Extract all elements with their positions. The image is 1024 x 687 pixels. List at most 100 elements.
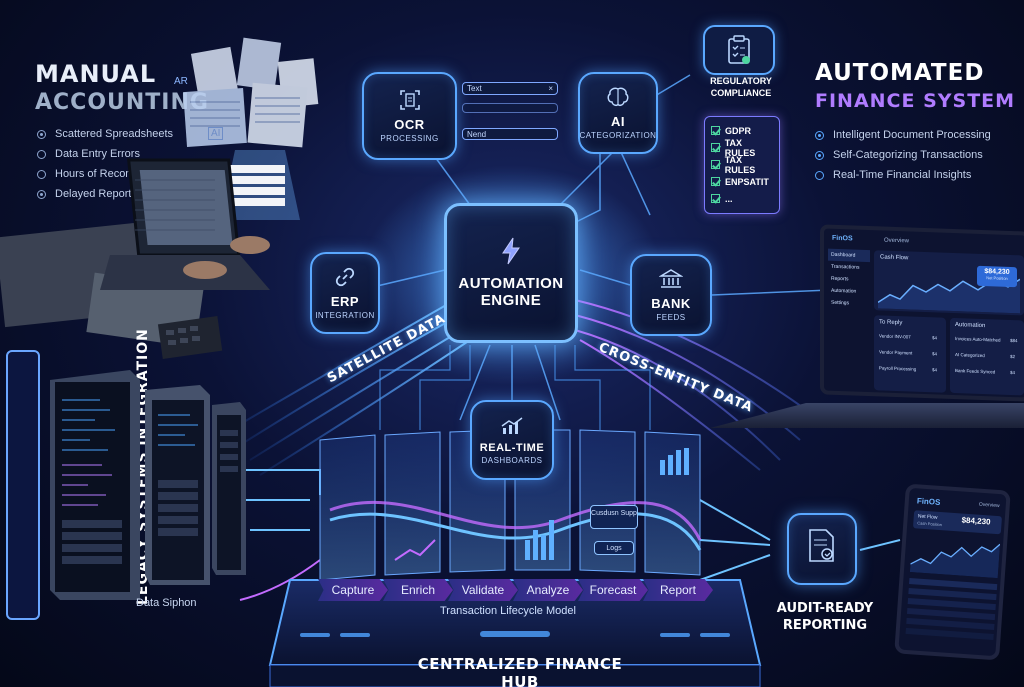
legacy-server-racks (50, 370, 246, 600)
ocr-text-field: Text × (462, 82, 558, 95)
trend-chart-icon (501, 416, 523, 434)
laptop-brand: FinOS (832, 234, 853, 243)
manual-heading-line2: ACCOUNTING (35, 90, 209, 115)
ocr-field-blank (462, 103, 558, 113)
automation-item[interactable]: Bank Feeds Synced (955, 368, 996, 375)
ai-subtitle: CATEGORIZATION (579, 131, 657, 140)
automated-bullet: Self-Categorizing Transactions (815, 145, 991, 165)
checkbox-icon (711, 160, 720, 169)
checkbox-icon (711, 194, 720, 203)
stage-forecast[interactable]: Forecast (578, 579, 648, 601)
checklist-item: ENPSATIT (711, 173, 773, 190)
manual-bullet: Scattered Spreadsheets (37, 124, 173, 144)
bank-icon (659, 269, 683, 288)
checkbox-icon (711, 126, 720, 135)
erp-subtitle: INTEGRATION (315, 311, 375, 320)
compliance-title: REGULATORY COMPLIANCE (710, 76, 772, 98)
automated-bullet-list: Intelligent Document Processing Self-Cat… (815, 125, 991, 185)
ocr-processing-node[interactable]: OCR PROCESSING (362, 72, 457, 160)
cashflow-title: Cash Flow (880, 254, 909, 262)
ocr-subtitle: PROCESSING (380, 134, 439, 143)
engine-title-line2: ENGINE (480, 292, 542, 309)
checkbox-icon (711, 143, 720, 152)
dashboards-title: REAL-TIME (479, 441, 545, 454)
legacy-label-frame (6, 350, 40, 620)
ar-doc-label: AR (174, 76, 188, 87)
automation-item[interactable]: AI Categorized (955, 352, 985, 359)
stage-validate[interactable]: Validate (448, 579, 518, 601)
bank-feeds-node[interactable]: BANK FEEDS (630, 254, 712, 336)
tablet-dashboard: FinOS Overview Net Flow $84,230 Cash Pos… (894, 483, 1011, 661)
stage-capture[interactable]: Capture (318, 579, 388, 601)
automated-bullet: Real-Time Financial Insights (815, 165, 991, 185)
manual-desk-illustration (0, 37, 319, 360)
ai-doc-label: AI (208, 127, 224, 140)
to-reply-item[interactable]: Vendor Payment (879, 349, 913, 356)
laptop-automation-card: Automation Invoices Auto-Matched AI Cate… (950, 317, 1024, 396)
checklist-item: TAX RULES (711, 155, 773, 175)
ocr-title: OCR (394, 117, 425, 132)
laptop-sidebar-item[interactable]: Settings (831, 299, 850, 307)
automated-heading-line2: FINANCE SYSTEM (815, 90, 1016, 112)
stage-enrich[interactable]: Enrich (383, 579, 453, 601)
clipboard-check-icon (728, 35, 750, 64)
engine-title-line1: AUTOMATION (458, 275, 564, 292)
compliance-icon-box (703, 25, 775, 75)
manual-bullet: Delayed Reports (37, 184, 173, 204)
cashflow-value-badge: $84,230 Net Position (977, 265, 1017, 288)
tablet-value-card: Net Flow $84,230 Cash Position (912, 510, 1003, 535)
laptop-screen: FinOS Overview Dashboard Transactions Re… (820, 224, 1024, 402)
compliance-checklist: GDPR TAX RULES TAX RULES ENPSATIT ... (704, 116, 780, 214)
automation-item[interactable]: Invoices Auto-Matched (955, 336, 1001, 343)
tablet-table (905, 578, 998, 652)
bullet-icon (815, 150, 824, 160)
erp-integration-node[interactable]: ERP INTEGRATION (310, 252, 380, 334)
laptop-dashboard: FinOS Overview Dashboard Transactions Re… (710, 224, 1024, 428)
lifecycle-label: Transaction Lifecycle Model (440, 605, 576, 617)
laptop-header: Overview (884, 237, 910, 245)
ai-categorization-node[interactable]: AI CATEGORIZATION (578, 72, 658, 154)
manual-heading-line1: MANUAL (35, 60, 157, 88)
data-siphon-label: Data Siphon (136, 597, 197, 609)
to-reply-item[interactable]: Payroll Processing (879, 365, 917, 372)
checklist-item: GDPR (711, 122, 773, 139)
bank-title: BANK (651, 296, 691, 311)
tablet-brand: FinOS (916, 496, 941, 507)
laptop-to-reply-card: To Reply Vendor INV-007 Vendor Payment P… (874, 315, 946, 393)
brain-icon (607, 87, 629, 107)
erp-title: ERP (330, 294, 360, 309)
mini-flow-box-1: Cusdusn Supp (590, 505, 638, 529)
bullet-icon (37, 129, 46, 139)
link-icon (335, 267, 355, 287)
audit-ready-node[interactable] (787, 513, 857, 585)
close-icon: × (548, 84, 553, 93)
lightning-bolt-icon (502, 237, 520, 265)
audit-ready-label: AUDIT-READY REPORTING (776, 601, 874, 633)
checkbox-icon (711, 177, 720, 186)
realtime-dashboards-node[interactable]: REAL-TIME DASHBOARDS (470, 400, 554, 480)
tablet-line-chart (909, 543, 1001, 579)
stage-analyze[interactable]: Analyze (513, 579, 583, 601)
bank-subtitle: FEEDS (656, 313, 686, 322)
certified-document-icon (809, 529, 834, 562)
to-reply-item[interactable]: Vendor INV-007 (879, 333, 911, 340)
automated-bullet: Intelligent Document Processing (815, 125, 991, 145)
checklist-item: TAX RULES (711, 138, 773, 158)
manual-bullet-list: Scattered Spreadsheets Data Entry Errors… (37, 124, 173, 204)
laptop-cashflow-card: Cash Flow $84,230 Net Position (874, 250, 1024, 316)
tablet-header: Overview (978, 501, 1000, 510)
dashboards-subtitle: DASHBOARDS (481, 455, 543, 465)
automation-engine-node[interactable]: AUTOMATION ENGINE (444, 203, 578, 343)
bullet-icon (37, 189, 46, 199)
bullet-icon (37, 149, 46, 159)
checklist-item: ... (711, 190, 773, 207)
ai-title: AI (611, 114, 625, 129)
hub-label: CENTRALIZED FINANCE HUB (417, 655, 623, 687)
laptop-sidebar: Dashboard Transactions Reports Automatio… (828, 248, 870, 310)
mini-flow-box-2: Logs (594, 541, 634, 555)
ocr-nend-field: Nend (462, 128, 558, 140)
automated-heading-line1: AUTOMATED (815, 60, 985, 86)
stage-report[interactable]: Report (643, 579, 713, 601)
manual-bullet: Data Entry Errors (37, 144, 173, 164)
